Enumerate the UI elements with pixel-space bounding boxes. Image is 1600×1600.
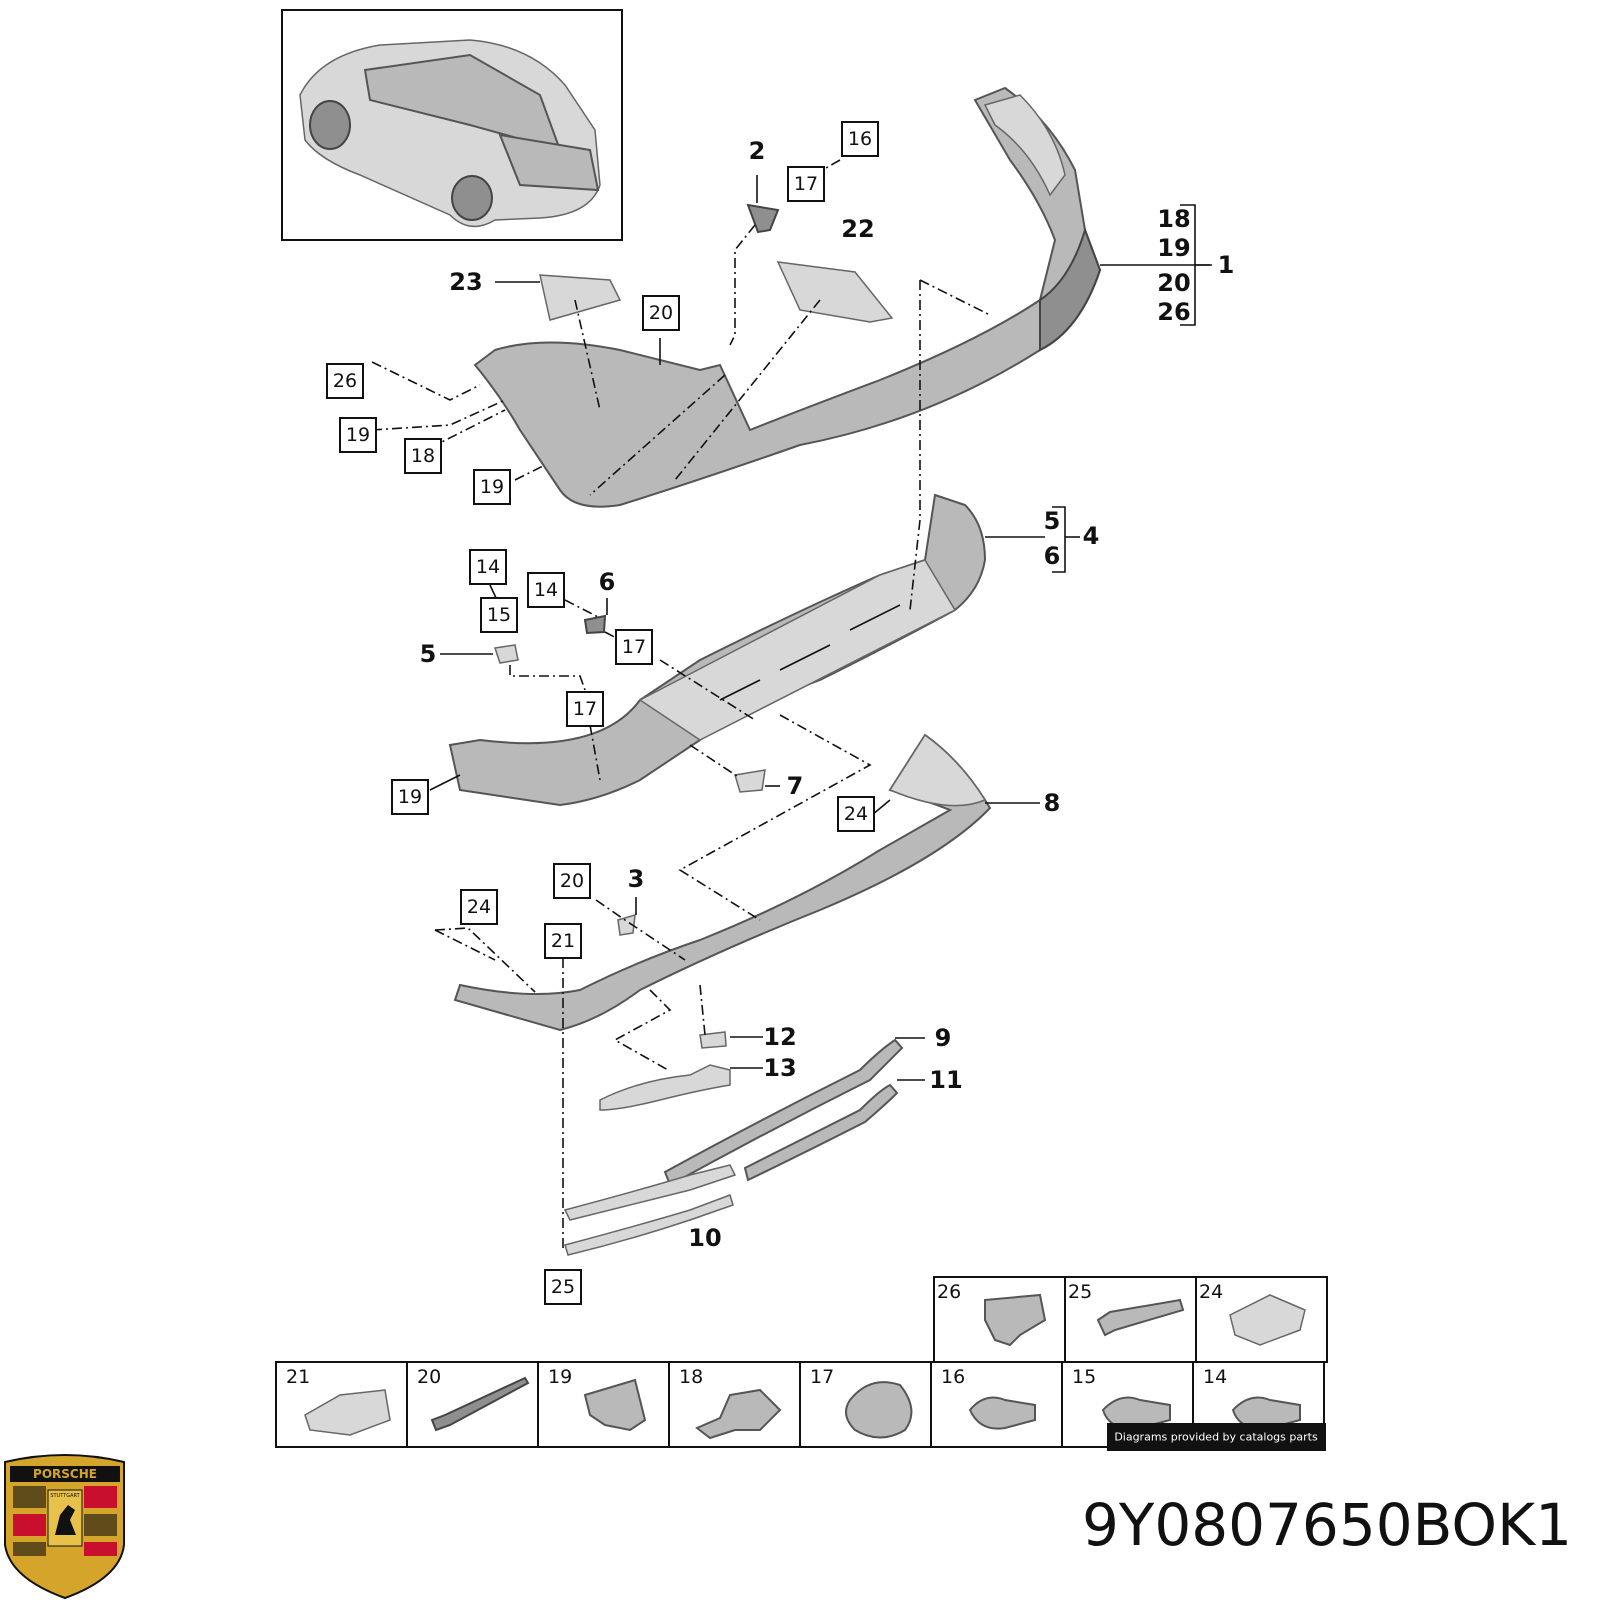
trim-strips-part	[563, 1038, 904, 1256]
callout-23: 23	[449, 268, 482, 296]
group-1-member-20: 20	[1157, 269, 1190, 297]
callout-7: 7	[787, 772, 804, 800]
callout-17: 17	[573, 698, 597, 720]
clip-2-part	[746, 203, 780, 234]
group-1-bracket: 18 19 20 26 1	[1157, 205, 1234, 326]
callout-13: 13	[763, 1054, 796, 1082]
callout-6: 6	[599, 568, 616, 596]
nut-21-icon	[304, 1389, 391, 1436]
callout-18: 18	[411, 445, 435, 467]
callout-14: 14	[534, 579, 558, 601]
clip-12-part	[699, 1031, 727, 1049]
bracket-7-part	[734, 769, 766, 793]
reflector-right-part	[776, 261, 894, 323]
diagram-credit: Diagrams provided by catalogs parts	[1114, 1431, 1318, 1444]
group-1-member-19: 19	[1157, 234, 1190, 262]
callouts: 16 2 17 22 23 20 26 19 18 19 14 14 6 15 …	[326, 121, 1061, 1305]
callout-17: 17	[794, 173, 818, 195]
callout-14: 14	[476, 556, 500, 578]
group-4-member-6: 6	[1044, 542, 1061, 570]
bracket-6-part	[583, 614, 607, 635]
reflector-left-part	[539, 274, 622, 321]
hardware-cell-18: 18	[679, 1366, 703, 1388]
hardware-cell-14: 14	[1203, 1366, 1227, 1388]
callout-26: 26	[333, 370, 357, 392]
callout-2: 2	[749, 137, 766, 165]
group-1-member-18: 18	[1157, 205, 1190, 233]
clip-3-part	[617, 913, 636, 936]
hardware-cell-25: 25	[1068, 1281, 1092, 1303]
ring-17-icon	[845, 1381, 913, 1439]
group-4-label: 4	[1083, 522, 1100, 550]
diffuser-part	[453, 733, 992, 1032]
clip-15-part	[494, 644, 519, 664]
rivet-20-icon	[430, 1376, 530, 1432]
group-4-member-5: 5	[1044, 507, 1061, 535]
callout-19: 19	[398, 786, 422, 808]
hardware-cell-17: 17	[810, 1366, 834, 1388]
clip-19-icon	[583, 1378, 647, 1432]
bumper-cover-part	[473, 86, 1102, 508]
part-number: 9Y0807650BOK1	[1082, 1491, 1572, 1559]
callout-24: 24	[844, 803, 868, 825]
grommet-15-icon	[1101, 1396, 1171, 1430]
screw-25-icon	[1096, 1298, 1185, 1337]
callout-22: 22	[841, 215, 874, 243]
callout-25: 25	[551, 1276, 575, 1298]
porsche-crest-logo: PORSCHE STUTTGART	[4, 1454, 125, 1600]
callout-24: 24	[467, 896, 491, 918]
callout-3: 3	[628, 865, 645, 893]
crest-subtext: STUTTGART	[50, 1493, 80, 1499]
callout-10: 10	[688, 1224, 721, 1252]
callout-20: 20	[649, 302, 673, 324]
callout-15: 15	[487, 604, 511, 626]
hardware-cell-21: 21	[286, 1366, 310, 1388]
vehicle-thumbnail-illustration	[299, 39, 601, 228]
clip-26-icon	[984, 1293, 1047, 1347]
hardware-cell-26: 26	[937, 1281, 961, 1303]
grommet-16-icon	[968, 1396, 1036, 1430]
callout-12: 12	[763, 1023, 796, 1051]
hardware-table: 26 25 24 21 20 19 18 17 16 15 14 Dia	[275, 1276, 1328, 1451]
callout-19: 19	[346, 424, 370, 446]
hardware-cell-24: 24	[1199, 1281, 1223, 1303]
callout-8: 8	[1044, 789, 1061, 817]
rivet-18-icon	[695, 1388, 782, 1440]
leader-lines	[371, 159, 1212, 1250]
callout-9: 9	[935, 1024, 952, 1052]
crest-text: PORSCHE	[33, 1467, 97, 1481]
callout-16: 16	[848, 128, 872, 150]
hardware-cell-19: 19	[548, 1366, 572, 1388]
callout-19: 19	[480, 476, 504, 498]
callout-20: 20	[560, 870, 584, 892]
callout-11: 11	[929, 1066, 962, 1094]
clip-24-icon	[1229, 1294, 1306, 1346]
grommet-14-icon	[1231, 1396, 1301, 1430]
group-4-bracket: 5 6 4	[1044, 507, 1100, 570]
hardware-cell-15: 15	[1072, 1366, 1096, 1388]
bumper-reinforcement-part	[448, 493, 987, 807]
hardware-cell-16: 16	[941, 1366, 965, 1388]
callout-17: 17	[622, 636, 646, 658]
callout-21: 21	[551, 930, 575, 952]
group-1-member-26: 26	[1157, 298, 1190, 326]
callout-5: 5	[420, 640, 437, 668]
group-1-label: 1	[1218, 251, 1235, 279]
hardware-cell-20: 20	[417, 1366, 441, 1388]
